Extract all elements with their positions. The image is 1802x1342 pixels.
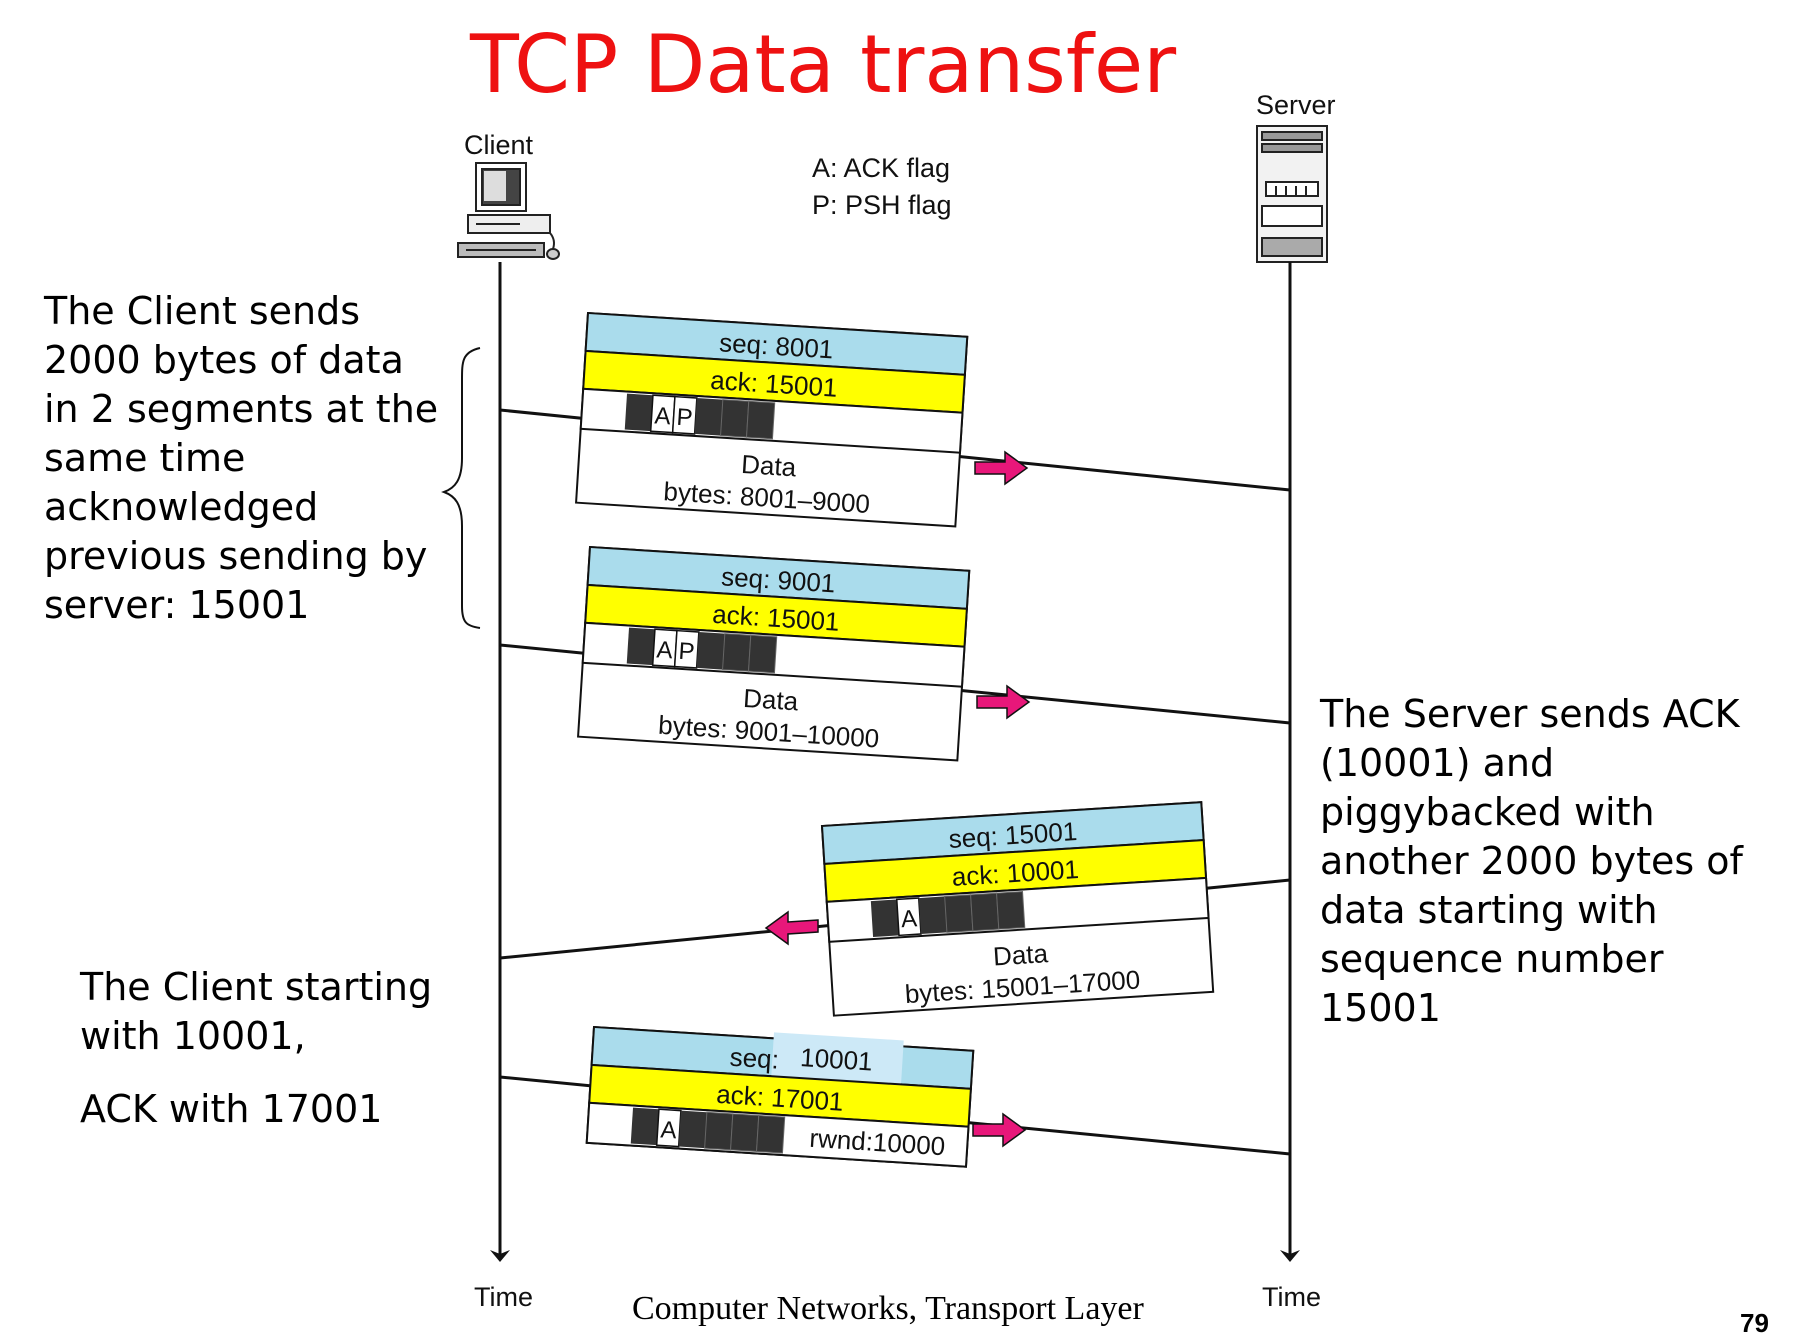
legend-psh-flag: P: PSH flag — [812, 190, 952, 220]
note-client-sends: The Client sends 2000 bytes of data in 2… — [44, 289, 439, 627]
flag-a: A — [660, 1116, 678, 1144]
seq-prefix: seq: — [729, 1042, 780, 1075]
note-server-sends: The Server sends ACK (10001) and piggyba… — [1320, 692, 1743, 1030]
segment-2: seq: 9001 ack: 15001 A P Data bytes: 900… — [577, 545, 971, 762]
flag-legend: A: ACK flag P: PSH flag — [812, 150, 952, 224]
data-title: Data — [742, 683, 799, 716]
note-client-ack: ACK with 17001 — [80, 1087, 383, 1131]
arrow-to-server-2 — [976, 684, 1031, 720]
data-title: Data — [992, 938, 1049, 971]
arrow-to-server-3 — [972, 1112, 1027, 1148]
client-time-label: Time — [474, 1282, 533, 1312]
client-computer-icon — [457, 162, 560, 260]
flag-a: A — [656, 636, 674, 664]
slide-title: TCP Data transfer — [470, 18, 1177, 111]
curly-brace — [441, 347, 481, 629]
flag-p: P — [676, 404, 694, 432]
server-tower-icon — [1256, 125, 1328, 263]
footer-caption: Computer Networks, Transport Layer — [632, 1290, 1144, 1327]
flag-a: A — [654, 402, 672, 430]
arrow-to-server-1 — [974, 450, 1029, 486]
segment-4: seq: 10001 ack: 17001 A rwnd:10000 — [585, 1025, 975, 1168]
flag-a: A — [900, 905, 918, 933]
note-client-starting: The Client starting with 10001, — [80, 965, 433, 1058]
data-title: Data — [740, 449, 797, 482]
arrow-to-client — [764, 910, 819, 946]
legend-ack-flag: A: ACK flag — [812, 153, 951, 183]
flag-p: P — [678, 638, 696, 666]
segment-3: seq: 15001 ack: 10001 A Data bytes: 1500… — [820, 801, 1215, 1017]
seq-highlight — [771, 1032, 904, 1089]
server-time-label: Time — [1262, 1282, 1321, 1312]
seq-label: seq: 8001 — [718, 327, 834, 364]
segment-1: seq: 8001 ack: 15001 A P Data bytes: 800… — [575, 311, 969, 528]
seq-value: 10001 — [799, 1042, 873, 1076]
page-number: 79 — [1740, 1308, 1769, 1338]
client-label: Client — [464, 130, 534, 160]
server-label: Server — [1256, 90, 1336, 120]
seq-label: seq: 9001 — [720, 561, 836, 598]
